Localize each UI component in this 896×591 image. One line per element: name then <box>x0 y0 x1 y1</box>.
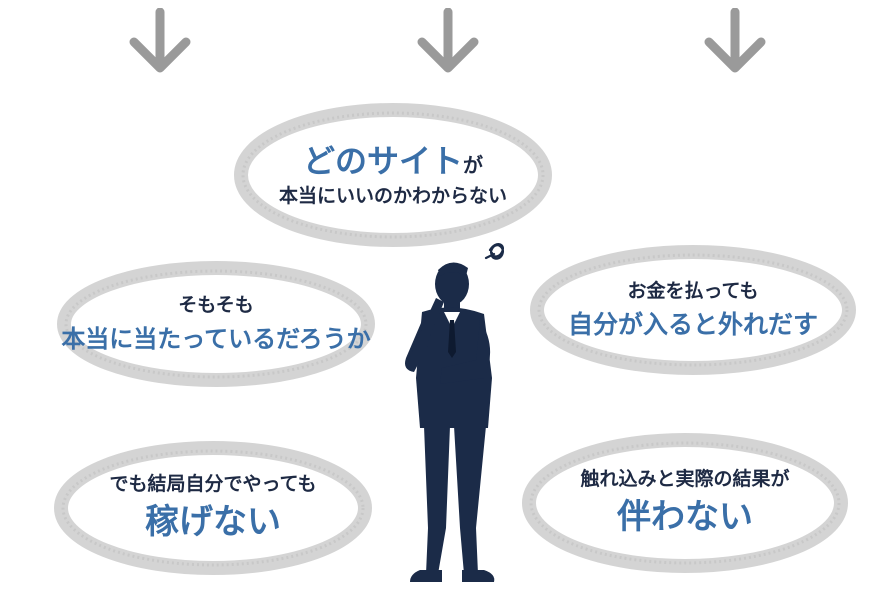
arrow-down-icon <box>129 8 191 73</box>
scribble-icon <box>484 243 504 260</box>
bubble-top-suffix: が <box>463 153 483 178</box>
bubble-top-line2: 本当にいいのかわからない <box>278 185 507 208</box>
bubble-left-mid-line2: 本当に当たっているだろうか <box>61 324 371 353</box>
bubble-right-bottom: 触れ込みと実際の結果が 伴わない <box>520 430 850 576</box>
bubble-right-bottom-line2: 伴わない <box>617 496 753 537</box>
worried-businessman-icon <box>405 243 504 582</box>
bubble-top-highlight: どのサイト <box>302 142 463 181</box>
bubble-top-line1: どのサイトが <box>303 141 483 181</box>
bubble-left-mid-line1: そもそも <box>178 294 254 317</box>
bubble-left-bottom-line1: でも結局自分でやっても <box>109 472 317 495</box>
arrow-down-icon <box>417 8 479 73</box>
bubble-right-bottom-line1: 触れ込みと実際の結果が <box>580 467 790 490</box>
bubble-left-bottom: でも結局自分でやっても 稼げない <box>52 438 374 578</box>
bubble-right-mid-line1: お金を払っても <box>627 279 759 302</box>
arrow-down-icon <box>704 8 766 73</box>
bubble-left-mid: そもそも 本当に当たっているだろうか <box>55 258 377 390</box>
bubble-top: どのサイトが 本当にいいのかわからない <box>232 100 554 250</box>
bubble-left-bottom-line2: 稼げない <box>145 501 281 542</box>
bubble-right-mid: お金を払っても 自分が入ると外れだす <box>528 242 858 378</box>
bubble-right-mid-line2: 自分が入ると外れだす <box>567 310 818 340</box>
